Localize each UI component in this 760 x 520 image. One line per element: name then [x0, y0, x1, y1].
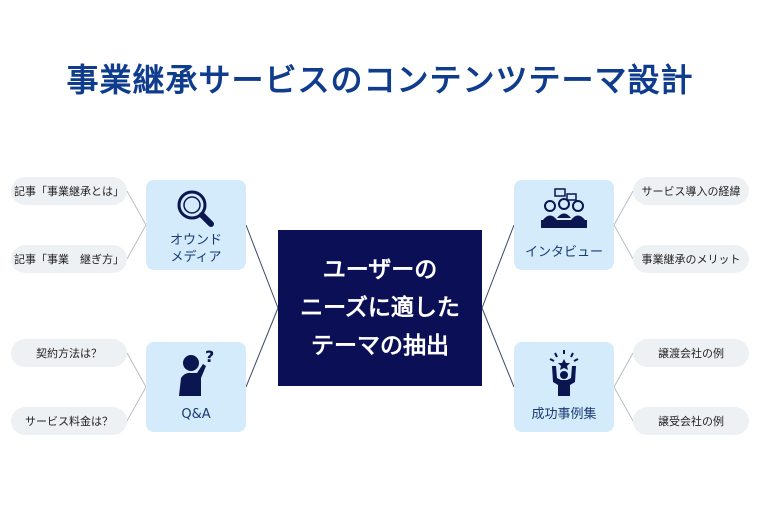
- central-theme-box: ユーザーの ニーズに適した テーマの抽出: [278, 230, 482, 386]
- topic-pill: 記事「事業 継ぎ方」: [11, 245, 127, 273]
- topic-pill: 譲渡会社の例: [633, 339, 749, 367]
- success-person-icon: [514, 348, 614, 396]
- category-qa: ? Q&A: [146, 342, 246, 432]
- topic-pill: サービス料金は？: [11, 407, 127, 435]
- category-label: Q&A: [181, 407, 211, 422]
- topic-pill: 譲受会社の例: [633, 407, 749, 435]
- central-theme-line: ユーザーの: [322, 257, 438, 283]
- magnifier-icon: [146, 186, 246, 232]
- category-case-studies: 成功事例集: [514, 342, 614, 432]
- topic-pill: サービス導入の経緯: [633, 177, 749, 205]
- topic-pill: 記事「事業継承とは」: [11, 177, 127, 205]
- central-theme-line: ニーズに適した: [300, 295, 460, 321]
- category-interview: インタビュー: [514, 180, 614, 270]
- svg-text:?: ?: [205, 348, 214, 366]
- topic-pill: 事業継承のメリット: [633, 245, 749, 273]
- person-question-icon: ?: [146, 348, 246, 396]
- category-owned-media: オウンド メディア: [146, 180, 246, 270]
- category-label: メディア: [170, 250, 222, 265]
- topic-pill: 契約方法は？: [11, 339, 127, 367]
- category-label: インタビュー: [524, 245, 603, 260]
- meeting-people-icon: [514, 186, 614, 232]
- category-label: 成功事例集: [531, 407, 597, 422]
- central-theme-line: テーマの抽出: [310, 333, 449, 359]
- category-label: オウンド: [169, 233, 222, 248]
- page-title: 事業継承サービスのコンテンツテーマ設計: [66, 61, 694, 99]
